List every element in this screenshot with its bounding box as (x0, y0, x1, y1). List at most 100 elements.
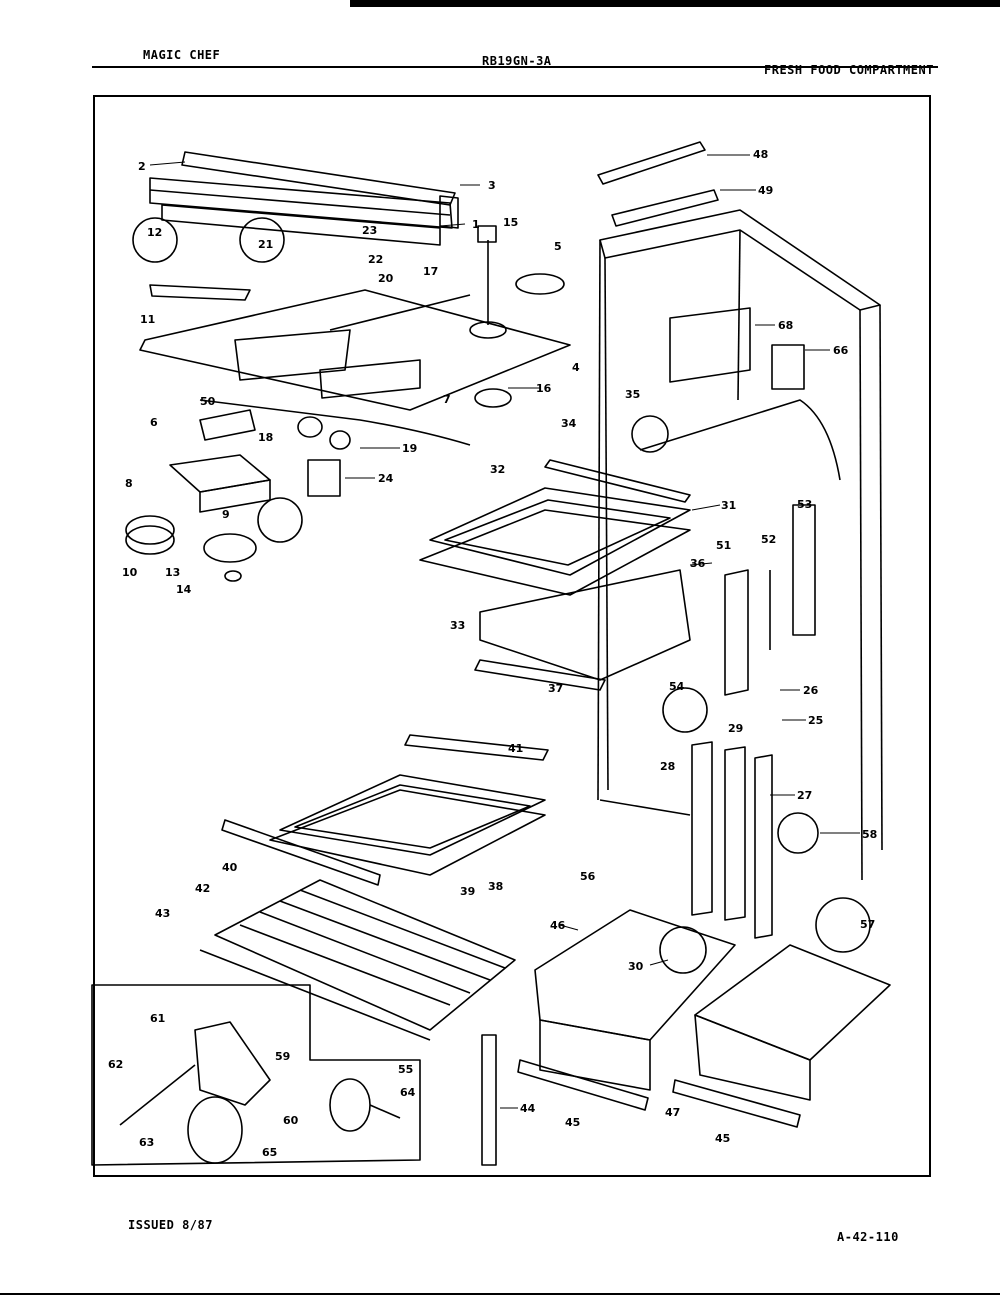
callout-47: 47 (665, 1106, 680, 1119)
callout-46: 46 (550, 919, 566, 932)
callout-17: 17 (423, 265, 438, 278)
callout-10: 10 (122, 566, 138, 579)
callout-56: 56 (580, 870, 596, 883)
callout-42: 42 (195, 882, 210, 895)
callout-51: 51 (716, 539, 731, 552)
trim-part-49 (611, 189, 719, 227)
callout-43: 43 (155, 907, 170, 920)
upper-shelf-assembly (419, 459, 691, 691)
part-18 (297, 416, 323, 438)
callout-61: 61 (150, 1012, 165, 1025)
callout-66: 66 (833, 344, 849, 357)
callout-1: 1 (472, 218, 480, 231)
callout-19: 19 (402, 442, 417, 455)
callout-21: 21 (258, 238, 273, 251)
callout-7: 7 (443, 393, 451, 406)
knob-part-10-base (125, 525, 175, 555)
callout-leader-lines (149, 154, 860, 1109)
part-6 (199, 409, 256, 441)
callout-29: 29 (728, 722, 743, 735)
callout-63: 63 (139, 1136, 154, 1149)
callout-30: 30 (628, 960, 644, 973)
crisper-drawers (534, 909, 891, 1101)
callout-8: 8 (125, 477, 133, 490)
callout-65: 65 (262, 1146, 277, 1159)
top-panel-part (139, 225, 571, 411)
support-rod-part-44 (481, 1034, 497, 1166)
callout-59: 59 (275, 1050, 290, 1063)
callout-45: 45 (565, 1116, 580, 1129)
callout-4: 4 (572, 361, 580, 374)
detail-circle-12 (132, 217, 178, 263)
callout-26: 26 (803, 684, 819, 697)
top-edge-bar (350, 0, 1000, 7)
callout-54: 54 (669, 680, 685, 693)
callout-53: 53 (797, 498, 812, 511)
callout-18: 18 (258, 431, 273, 444)
callout-27: 27 (797, 789, 812, 802)
callout-57: 57 (860, 918, 875, 931)
callout-60: 60 (283, 1114, 299, 1127)
callout-32: 32 (490, 463, 505, 476)
header-divider (92, 66, 938, 68)
callout-5: 5 (554, 240, 562, 253)
callout-50: 50 (200, 395, 216, 408)
wire-harness-part (199, 399, 471, 446)
issued-date: ISSUED 8/87 (128, 1218, 213, 1232)
part-24 (307, 459, 341, 497)
bracket-part-11 (149, 284, 251, 301)
part-5 (515, 273, 565, 295)
callout-13: 13 (165, 566, 180, 579)
wire-shelf-part (199, 879, 516, 1041)
shelf-rails-part (691, 504, 816, 939)
detail-circle-35 (631, 415, 669, 453)
detail-circle-21 (239, 217, 285, 263)
callout-64: 64 (400, 1086, 416, 1099)
callout-22: 22 (368, 253, 383, 266)
knob-part-10 (125, 515, 175, 545)
callout-labels: 2 3 1 15 23 12 21 22 20 17 5 11 4 50 16 … (108, 148, 877, 1159)
drawer-rail-part-45 (517, 1059, 649, 1111)
callout-16: 16 (536, 382, 552, 395)
callout-68: 68 (778, 319, 793, 332)
callout-28: 28 (660, 760, 675, 773)
bottom-edge-line (0, 1293, 1000, 1295)
callout-25: 25 (808, 714, 823, 727)
callout-41: 41 (508, 742, 523, 755)
callout-44: 44 (520, 1102, 536, 1115)
callout-3: 3 (488, 179, 496, 192)
callout-23: 23 (362, 224, 377, 237)
callout-38: 38 (488, 880, 503, 893)
detail-circle-54 (662, 687, 708, 733)
knob-part-13 (203, 533, 257, 563)
callout-33: 33 (450, 619, 465, 632)
callout-14: 14 (176, 583, 192, 596)
callout-20: 20 (378, 272, 394, 285)
bracket-part-8 (169, 454, 271, 493)
drawer-rail-part-45b (672, 1079, 801, 1128)
part-14 (224, 570, 242, 582)
detail-circle-30 (659, 926, 707, 974)
callout-15: 15 (503, 216, 518, 229)
callout-39: 39 (460, 885, 475, 898)
callout-55: 55 (398, 1063, 413, 1076)
callout-62: 62 (108, 1058, 123, 1071)
model-number: RB19GN-3A (482, 54, 552, 68)
callout-58: 58 (862, 828, 877, 841)
part-16 (474, 388, 512, 408)
callout-6: 6 (150, 416, 158, 429)
detail-circle-58 (777, 812, 819, 854)
callout-11: 11 (140, 313, 155, 326)
callout-2: 2 (138, 160, 146, 173)
detail-circle-9 (257, 497, 303, 543)
callout-37: 37 (548, 682, 563, 695)
callout-36: 36 (690, 557, 706, 570)
callout-52: 52 (761, 533, 776, 546)
callout-40: 40 (222, 861, 238, 874)
lamp-bulb-part (329, 430, 351, 450)
bracket-part-8-side (199, 479, 271, 513)
lower-shelf-assembly (221, 734, 549, 886)
control-housing-part (149, 151, 459, 246)
callout-35: 35 (625, 388, 640, 401)
